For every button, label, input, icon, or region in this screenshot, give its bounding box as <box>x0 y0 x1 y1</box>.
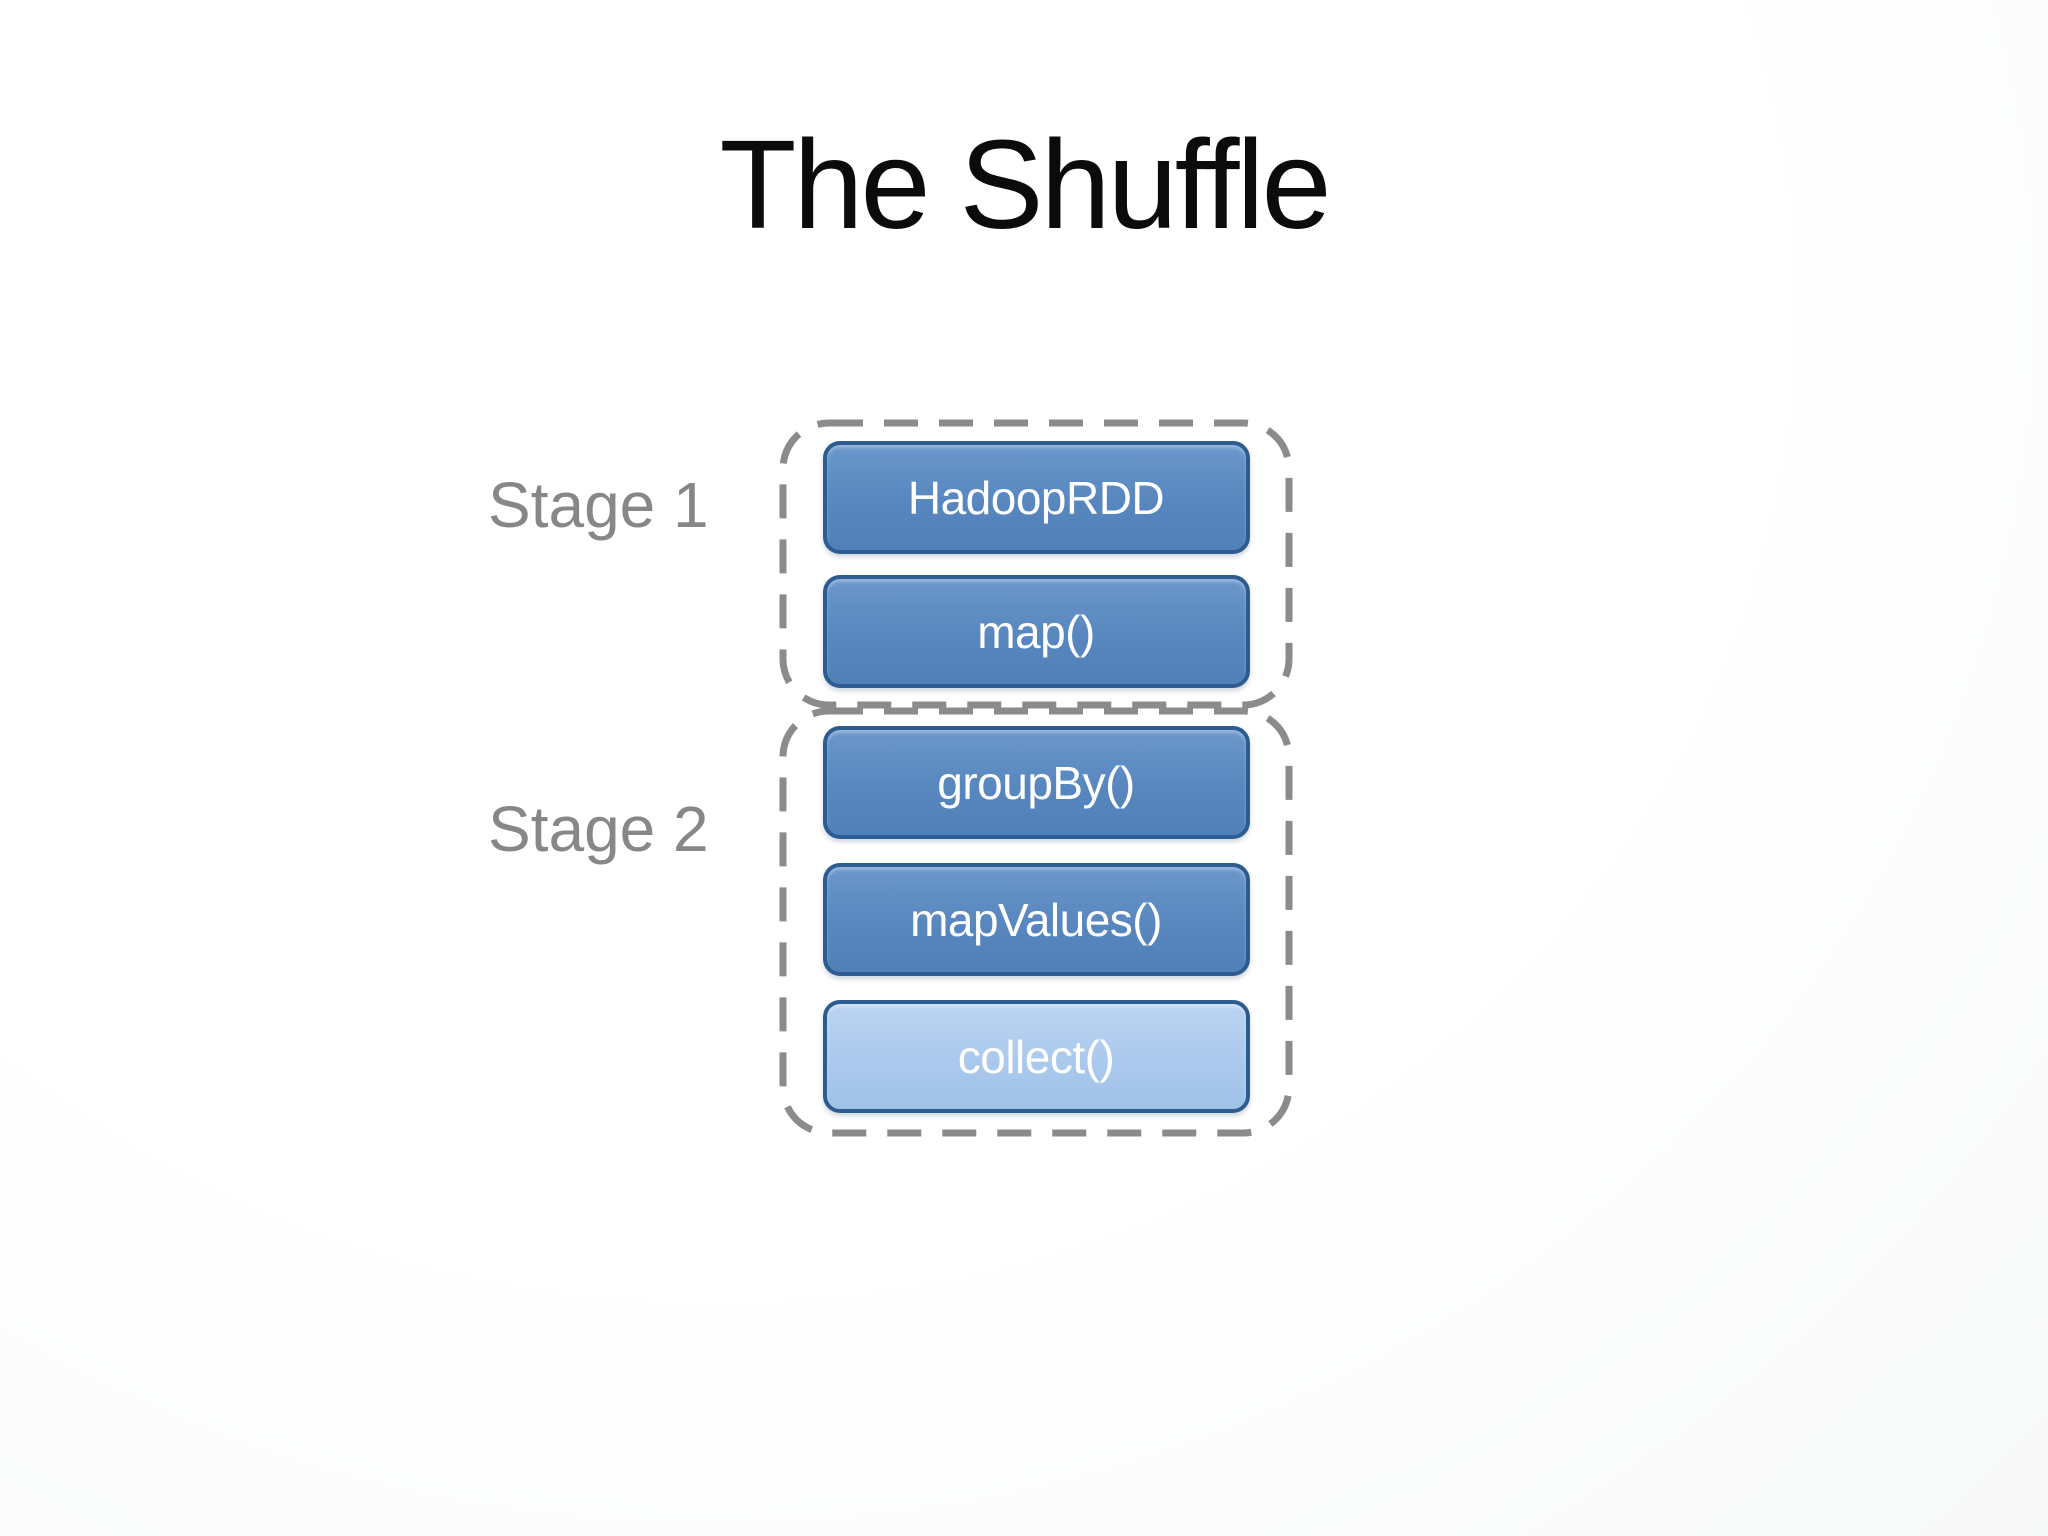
stage-1-boxes: HadoopRDD map() <box>778 418 1294 688</box>
op-box-mapvalues: mapValues() <box>822 863 1250 976</box>
stage-1-dashed-outline <box>779 419 1293 709</box>
stage-2-boxes: groupBy() mapValues() collect() <box>778 706 1294 1113</box>
slide-title: The Shuffle <box>719 114 1331 255</box>
stage-2-label: Stage 2 <box>488 793 709 865</box>
op-box-collect: collect() <box>822 1000 1250 1113</box>
op-box-hadooprdd: HadoopRDD <box>822 441 1250 554</box>
op-box-groupby: groupBy() <box>822 726 1250 839</box>
op-box-map-label: map() <box>977 605 1095 658</box>
stage-1-label: Stage 1 <box>488 469 709 541</box>
op-box-map: map() <box>822 575 1250 688</box>
stage-2-group: groupBy() mapValues() collect() <box>778 706 1294 1138</box>
stage-1-group: HadoopRDD map() <box>778 418 1294 710</box>
op-box-mapvalues-label: mapValues() <box>910 893 1162 946</box>
op-box-collect-label: collect() <box>957 1030 1115 1083</box>
op-box-hadooprdd-label: HadoopRDD <box>907 471 1165 524</box>
op-box-groupby-label: groupBy() <box>937 756 1135 809</box>
